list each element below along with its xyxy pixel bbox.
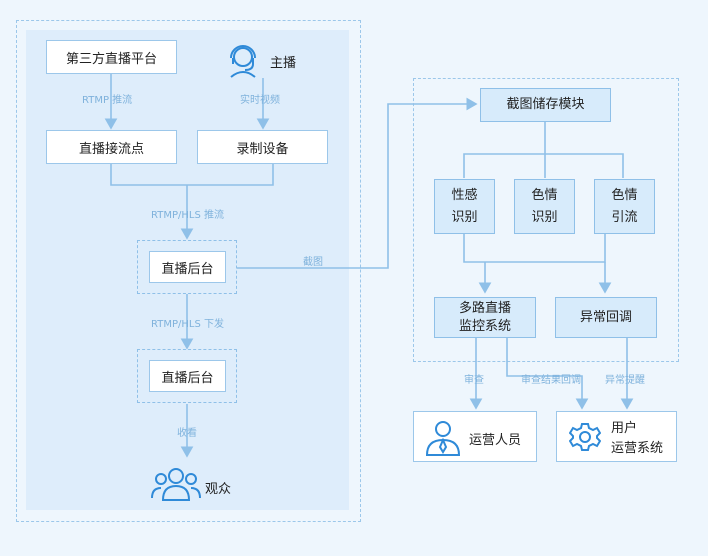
screenshot-label: 截图 <box>303 257 323 268</box>
abnormal-callback-box: 异常回调 <box>555 297 657 338</box>
operators-label: 运营人员 <box>469 433 522 448</box>
backend-2-box: 直播后台 <box>149 360 226 392</box>
operators-box <box>413 411 537 462</box>
storage-module-label: 截图储存模块 <box>506 97 585 112</box>
monitor-system-line1: 多路直播 <box>458 300 511 316</box>
monitor-system-box: 多路直播 监控系统 <box>434 297 536 338</box>
backend-1-box: 直播后台 <box>149 251 226 283</box>
abnormal-callback-label: 异常回调 <box>579 309 632 325</box>
line-push-merge <box>110 164 274 186</box>
sexy-recognition-box: 性感 识别 <box>434 179 495 234</box>
storage-module-box: 截图储存模块 <box>480 88 611 122</box>
rtmp-hls-push-label: RTMP/HLS 推流 <box>151 210 224 221</box>
user-ops-line1: 用户 <box>611 421 638 436</box>
headset-user-icon <box>230 45 256 78</box>
push-point-label: 直播接流点 <box>78 141 144 157</box>
audience-icon <box>151 468 201 501</box>
rtmp-hls-down-label: RTMP/HLS 下发 <box>151 319 224 330</box>
abnormal-alert-label: 异常提醒 <box>605 375 645 386</box>
user-ops-label: 用户 运营系统 <box>611 419 663 459</box>
backend-2-label: 直播后台 <box>161 370 214 386</box>
watch-label: 收看 <box>177 428 197 439</box>
user-ops-box <box>556 411 677 462</box>
line-monitor-to-user <box>506 338 589 410</box>
recording-device-box: 录制设备 <box>197 130 328 164</box>
line-screenshot <box>237 97 478 269</box>
push-point-box: 直播接流点 <box>46 130 177 164</box>
erotic-recognition-line2: 识别 <box>531 209 558 225</box>
sexy-recognition-line1: 性感 <box>451 187 478 203</box>
third-party-platform-box: 第三方直播平台 <box>46 40 177 74</box>
review-callback-label: 审查结果回调 <box>521 375 581 386</box>
gear-icon <box>569 423 601 451</box>
user-ops-line2: 运营系统 <box>611 441 664 456</box>
backend-1-slot <box>137 240 237 294</box>
recording-device-label: 录制设备 <box>236 141 289 157</box>
monitor-system-line2: 监控系统 <box>458 318 511 334</box>
backend-2-slot <box>137 349 237 403</box>
operator-person-icon <box>425 421 461 456</box>
backend-1-label: 直播后台 <box>161 261 214 277</box>
line-recog-branch <box>463 153 624 178</box>
audience-label: 观众 <box>205 482 232 497</box>
left-panel-outer <box>16 20 361 522</box>
erotic-recognition-line1: 色情 <box>531 187 558 203</box>
right-panel <box>413 78 679 362</box>
erotic-diversion-box: 色情 引流 <box>594 179 655 234</box>
erotic-diversion-line2: 引流 <box>611 209 638 225</box>
rtmp-push-label: RTMP 推流 <box>82 95 133 106</box>
third-party-platform-label: 第三方直播平台 <box>65 51 157 67</box>
sexy-recognition-line2: 识别 <box>451 209 478 225</box>
erotic-diversion-line1: 色情 <box>611 187 638 203</box>
realtime-video-label: 实时视频 <box>240 95 280 106</box>
review-label: 审查 <box>464 375 484 386</box>
erotic-recognition-box: 色情 识别 <box>514 179 575 234</box>
line-recog-merge <box>463 234 606 263</box>
anchor-label: 主播 <box>270 56 297 71</box>
